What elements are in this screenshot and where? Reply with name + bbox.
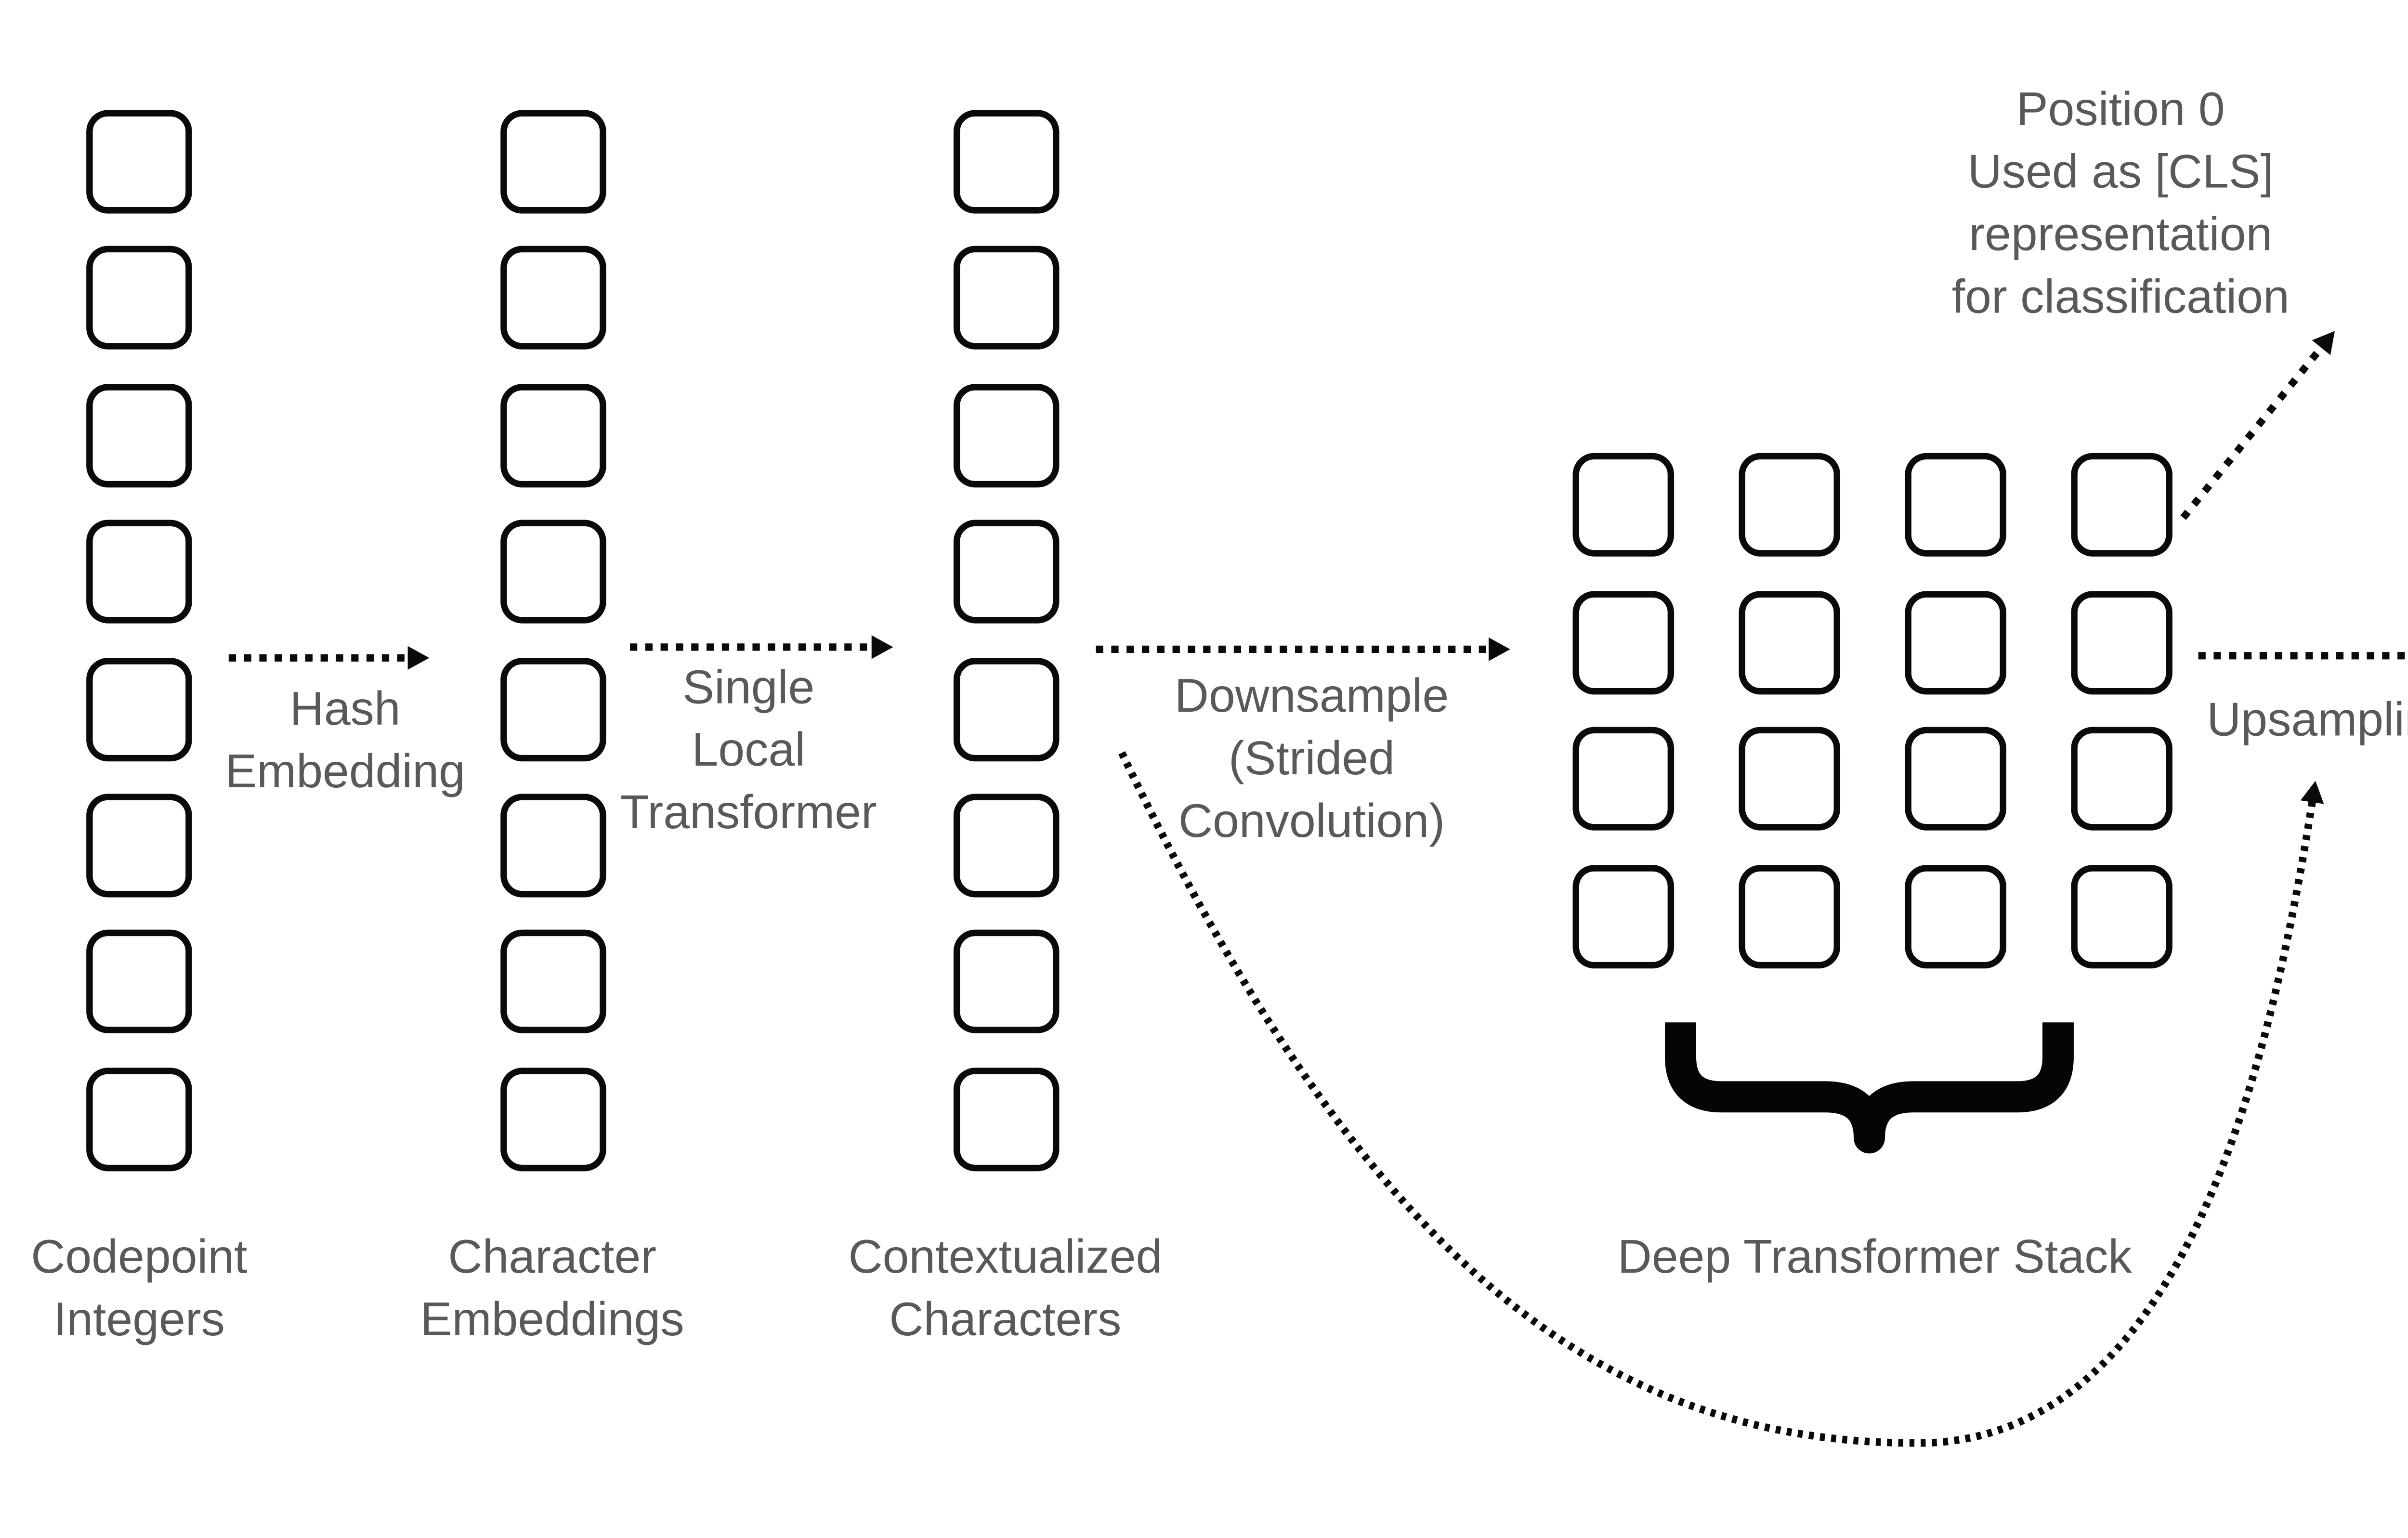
- grid-cell: [2071, 453, 2172, 557]
- upsampling-label: Upsampling: [2207, 692, 2408, 746]
- grid-cell: [1905, 590, 2006, 694]
- vector-cell: [499, 1067, 605, 1171]
- hash-embedding-label: Hash Embedding: [225, 681, 466, 798]
- character-embeddings-column: [499, 110, 605, 1204]
- vector-cell: [952, 383, 1059, 487]
- vector-cell: [86, 930, 192, 1034]
- vector-cell: [86, 520, 192, 624]
- vector-cell: [952, 520, 1059, 624]
- grid-cell: [1905, 864, 2006, 968]
- vector-cell: [499, 247, 605, 351]
- deep-transformer-stack-label: Deep Transformer Stack: [1617, 1229, 2132, 1284]
- contextualized-characters-label: Contextualized Characters: [848, 1229, 1163, 1346]
- vector-cell: [86, 1067, 192, 1171]
- vector-cell: [499, 383, 605, 487]
- vector-cell: [952, 794, 1059, 898]
- deep-transformer-grid: [1572, 453, 2172, 968]
- vector-cell: [499, 520, 605, 624]
- vector-cell: [499, 930, 605, 1034]
- residual-skip-arrow: [1118, 751, 2324, 1447]
- cls-position-arrow: [2180, 331, 2335, 520]
- vector-cell: [952, 247, 1059, 351]
- vector-cell: [86, 657, 192, 761]
- grid-cell: [1739, 864, 1841, 968]
- grid-cell: [1739, 590, 1841, 694]
- character-embeddings-label: Character Embeddings: [420, 1229, 684, 1346]
- vector-cell: [86, 383, 192, 487]
- grid-cell: [1572, 590, 1675, 694]
- vector-cell: [952, 1067, 1059, 1171]
- grid-cell: [2071, 727, 2172, 831]
- vector-cell: [86, 110, 192, 214]
- vector-cell: [86, 794, 192, 898]
- grid-cell: [1572, 453, 1675, 557]
- grid-cell: [1572, 864, 1675, 968]
- grid-cell: [1905, 453, 2006, 557]
- vector-cell: [499, 110, 605, 214]
- vector-cell: [952, 657, 1059, 761]
- downsample-label: Downsample (Strided Convolution): [1174, 668, 1449, 848]
- curly-brace-icon: [1665, 1022, 2074, 1154]
- grid-cell: [1572, 727, 1675, 831]
- vector-cell: [952, 110, 1059, 214]
- vector-cell: [86, 247, 192, 351]
- cls-note-label: Position 0 Used as [CLS] representation …: [1951, 82, 2290, 324]
- vector-cell: [499, 657, 605, 761]
- vector-cell: [499, 794, 605, 898]
- grid-cell: [1905, 727, 2006, 831]
- single-local-transformer-label: Single Local Transformer: [620, 660, 877, 839]
- codepoint-integers-column: [86, 110, 192, 1204]
- grid-cell: [2071, 590, 2172, 694]
- vector-cell: [952, 930, 1059, 1034]
- grid-cell: [1739, 727, 1841, 831]
- grid-cell: [1739, 453, 1841, 557]
- grid-cell: [2071, 864, 2172, 968]
- codepoint-integers-label: Codepoint Integers: [31, 1229, 248, 1346]
- contextualized-characters-column: [952, 110, 1059, 1204]
